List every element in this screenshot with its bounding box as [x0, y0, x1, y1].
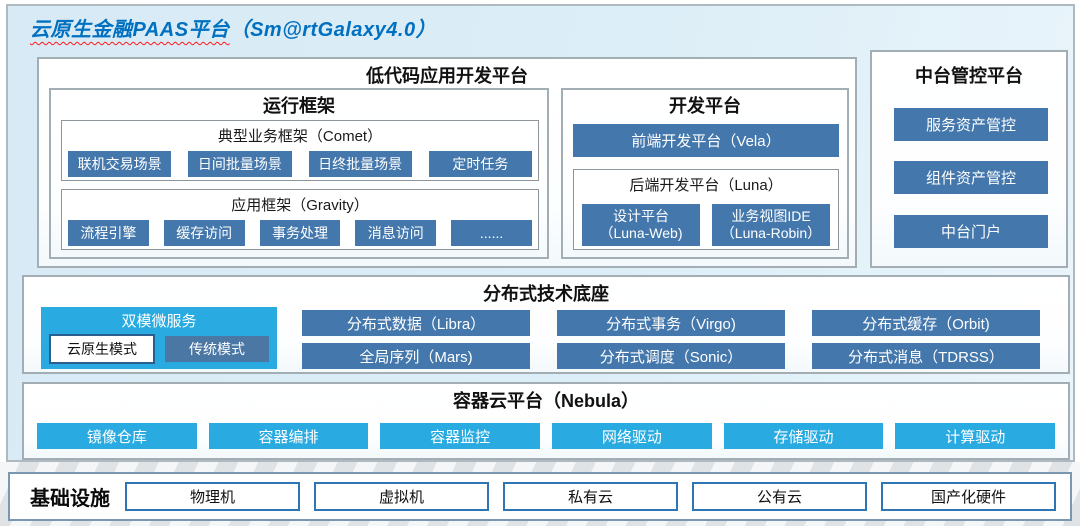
infrastructure-heading: 基础设施 [30, 488, 110, 510]
lowcode-platform-panel: 低代码应用开发平台 运行框架 典型业务框架（Comet） 联机交易场景 日间批量… [37, 57, 857, 268]
gravity-framework-label: 应用框架（Gravity） [231, 197, 369, 214]
page-title-suffix: （Sm@rtGalaxy4.0） [229, 19, 437, 41]
dual-mode-label: 双模微服务 [121, 313, 197, 330]
node-image-registry[interactable]: 镜像仓库 [37, 423, 197, 449]
container-cloud-heading: 容器云平台（Nebula） [452, 391, 639, 411]
node-daytime-batch[interactable]: 日间批量场景 [188, 151, 292, 177]
container-cloud-panel: 容器云平台（Nebula） 镜像仓库 容器编排 容器监控 网络驱动 存储驱动 计… [22, 382, 1070, 460]
node-message-access[interactable]: 消息访问 [355, 220, 437, 246]
node-domestic-hardware[interactable]: 国产化硬件 [881, 482, 1056, 511]
node-luna-web-line2: （Luna-Web) [599, 225, 683, 241]
infrastructure-panel: 基础设施 物理机 虚拟机 私有云 公有云 国产化硬件 [8, 472, 1072, 521]
gravity-framework-panel: 应用框架（Gravity） 流程引擎 缓存访问 事务处理 消息访问 ...... [61, 189, 539, 250]
luna-button-row: 设计平台 （Luna-Web) 业务视图IDE （Luna-Robin） [582, 204, 830, 246]
midplatform-heading: 中台管控平台 [915, 66, 1023, 86]
container-cloud-button-row: 镜像仓库 容器编排 容器监控 网络驱动 存储驱动 计算驱动 [37, 423, 1056, 449]
midplatform-panel: 中台管控平台 服务资产管控 组件资产管控 中台门户 [870, 50, 1068, 268]
node-process-engine[interactable]: 流程引擎 [68, 220, 149, 246]
runtime-framework-panel: 运行框架 典型业务框架（Comet） 联机交易场景 日间批量场景 日终批量场景 … [49, 88, 549, 259]
page-title: 云原生金融PAAS平台（Sm@rtGalaxy4.0） [30, 13, 436, 42]
node-midplatform-portal[interactable]: 中台门户 [894, 215, 1048, 248]
infrastructure-chip-row: 物理机 虚拟机 私有云 公有云 国产化硬件 [125, 482, 1056, 511]
diagram-canvas: 云原生金融PAAS平台（Sm@rtGalaxy4.0） 低代码应用开发平台 运行… [6, 4, 1075, 462]
node-mars-sequence[interactable]: 全局序列（Mars) [302, 343, 530, 369]
dev-platform-panel: 开发平台 前端开发平台（Vela） 后端开发平台（Luna） 设计平台 （Lun… [561, 88, 849, 259]
node-storage-driver[interactable]: 存储驱动 [723, 423, 884, 449]
node-virgo-transaction[interactable]: 分布式事务（Virgo) [557, 310, 785, 336]
node-luna-robin-line1: 业务视图IDE [731, 207, 811, 224]
node-orbit-cache[interactable]: 分布式缓存（Orbit) [812, 310, 1040, 336]
node-private-cloud[interactable]: 私有云 [503, 482, 678, 511]
node-virtual-machine[interactable]: 虚拟机 [314, 482, 489, 511]
node-public-cloud[interactable]: 公有云 [692, 482, 867, 511]
comet-framework-label: 典型业务框架（Comet） [217, 128, 383, 145]
dual-mode-microservice-box: 双模微服务 云原生模式 传统模式 [41, 307, 277, 369]
node-component-asset-mgmt[interactable]: 组件资产管控 [894, 161, 1048, 194]
node-sonic-scheduler[interactable]: 分布式调度（Sonic） [557, 343, 785, 369]
node-compute-driver[interactable]: 计算驱动 [895, 423, 1056, 449]
node-traditional-mode[interactable]: 传统模式 [165, 336, 269, 362]
node-scheduled-task[interactable]: 定时任务 [428, 151, 532, 177]
runtime-framework-heading: 运行框架 [263, 96, 335, 116]
node-ellipsis[interactable]: ...... [451, 220, 532, 246]
node-physical-machine[interactable]: 物理机 [125, 482, 300, 511]
node-luna-web-line1: 设计平台 [613, 207, 669, 224]
comet-button-row: 联机交易场景 日间批量场景 日终批量场景 定时任务 [68, 151, 532, 177]
distributed-base-heading: 分布式技术底座 [483, 284, 609, 304]
node-luna-web[interactable]: 设计平台 （Luna-Web) [582, 204, 700, 246]
gravity-button-row: 流程引擎 缓存访问 事务处理 消息访问 ...... [68, 220, 532, 246]
comet-framework-panel: 典型业务框架（Comet） 联机交易场景 日间批量场景 日终批量场景 定时任务 [61, 120, 539, 181]
node-luna-robin-line2: （Luna-Robin） [720, 225, 822, 241]
node-eod-batch[interactable]: 日终批量场景 [308, 151, 412, 177]
luna-backend-panel: 后端开发平台（Luna） 设计平台 （Luna-Web) 业务视图IDE （Lu… [573, 169, 839, 250]
node-luna-robin[interactable]: 业务视图IDE （Luna-Robin） [712, 204, 830, 246]
node-cache-access[interactable]: 缓存访问 [163, 220, 245, 246]
distributed-base-panel: 分布式技术底座 双模微服务 云原生模式 传统模式 分布式数据（Libra） 分布… [22, 275, 1070, 374]
node-container-monitoring[interactable]: 容器监控 [380, 423, 541, 449]
node-vela-frontend[interactable]: 前端开发平台（Vela） [573, 124, 839, 157]
luna-backend-label: 后端开发平台（Luna） [629, 177, 783, 194]
lowcode-platform-heading: 低代码应用开发平台 [366, 66, 528, 86]
node-libra-data[interactable]: 分布式数据（Libra） [302, 310, 530, 336]
node-transaction-processing[interactable]: 事务处理 [259, 220, 341, 246]
infrastructure-strip: 基础设施 物理机 虚拟机 私有云 公有云 国产化硬件 [0, 462, 1080, 526]
node-service-asset-mgmt[interactable]: 服务资产管控 [894, 108, 1048, 141]
dev-platform-heading: 开发平台 [669, 96, 741, 116]
node-tdrss-message[interactable]: 分布式消息（TDRSS） [812, 343, 1040, 369]
node-cloud-native-mode[interactable]: 云原生模式 [49, 334, 155, 364]
node-online-transaction[interactable]: 联机交易场景 [68, 151, 172, 177]
page-title-main: 云原生金融PAAS平台 [30, 19, 230, 41]
node-network-driver[interactable]: 网络驱动 [552, 423, 712, 449]
node-container-orchestration[interactable]: 容器编排 [208, 423, 369, 449]
